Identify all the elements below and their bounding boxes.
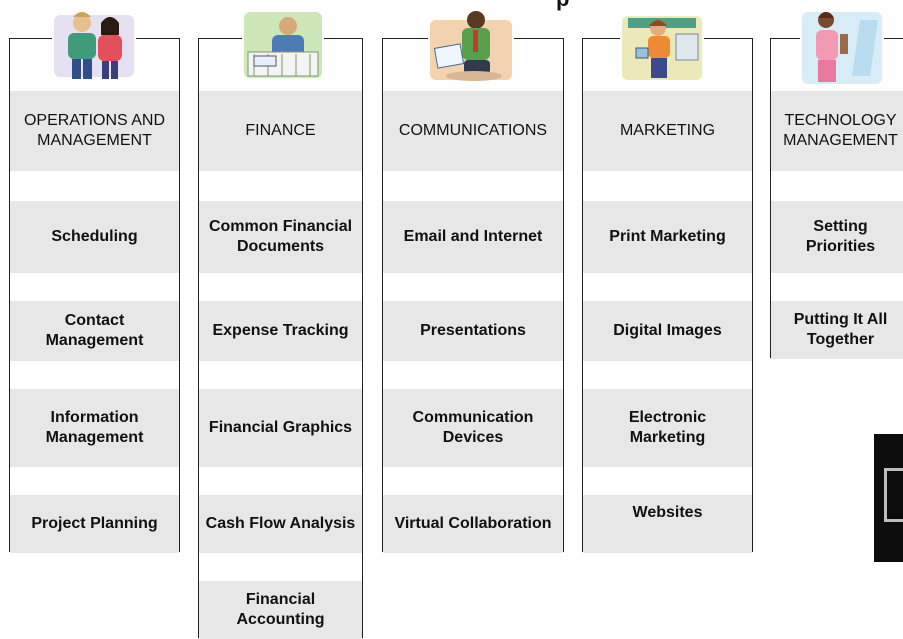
topic-print-marketing: Print Marketing [583, 201, 752, 273]
topic-email-and-internet: Email and Internet [383, 201, 563, 273]
topic-common-financial-documents: Common Financial Documents [199, 201, 362, 273]
topic-virtual-collaboration: Virtual Collaboration [383, 495, 563, 553]
column-technology-management: TECHNOLOGY MANAGEMENT Setting Priorities… [770, 38, 903, 359]
topic-expense-tracking: Expense Tracking [199, 301, 362, 361]
column-communications: COMMUNICATIONS Email and Internet Presen… [382, 38, 564, 553]
topic-information-management: Information Management [10, 389, 179, 467]
column-header: COMMUNICATIONS [383, 91, 563, 171]
topic-financial-accounting: Financial Accounting [199, 581, 362, 639]
column-header: MARKETING [583, 91, 752, 171]
letter-e-glyph-icon [884, 468, 903, 522]
topic-cash-flow-analysis: Cash Flow Analysis [199, 495, 362, 553]
communications-man-clipart-icon [428, 6, 514, 82]
topic-financial-graphics: Financial Graphics [199, 389, 362, 467]
topic-presentations: Presentations [383, 301, 563, 361]
topic-digital-images: Digital Images [583, 301, 752, 361]
column-marketing: MARKETING Print Marketing Digital Images… [582, 38, 753, 553]
marketing-woman-clipart-icon [620, 8, 704, 84]
column-finance: FINANCE Common Financial Documents Expen… [198, 38, 363, 639]
column-header: TECHNOLOGY MANAGEMENT [771, 91, 903, 171]
title-fragment: p [556, 0, 569, 12]
topic-putting-it-all-together: Putting It All Together [771, 301, 903, 359]
topic-communication-devices: Communication Devices [383, 389, 563, 467]
finance-man-clipart-icon [242, 10, 324, 80]
topic-setting-priorities: Setting Priorities [771, 201, 903, 273]
topic-contact-management: Contact Management [10, 301, 179, 361]
topic-project-planning: Project Planning [10, 495, 179, 553]
couple-clipart-icon [52, 5, 136, 81]
topic-electronic-marketing: Electronic Marketing [583, 389, 752, 467]
topic-scheduling: Scheduling [10, 201, 179, 273]
dark-letter-tile [874, 434, 903, 562]
column-header: OPERATIONS AND MANAGEMENT [10, 91, 179, 171]
column-operations-management: OPERATIONS AND MANAGEMENT Scheduling Con… [9, 38, 180, 553]
technology-woman-clipart-icon [800, 6, 884, 86]
topic-websites: Websites [583, 495, 752, 553]
column-header: FINANCE [199, 91, 362, 171]
